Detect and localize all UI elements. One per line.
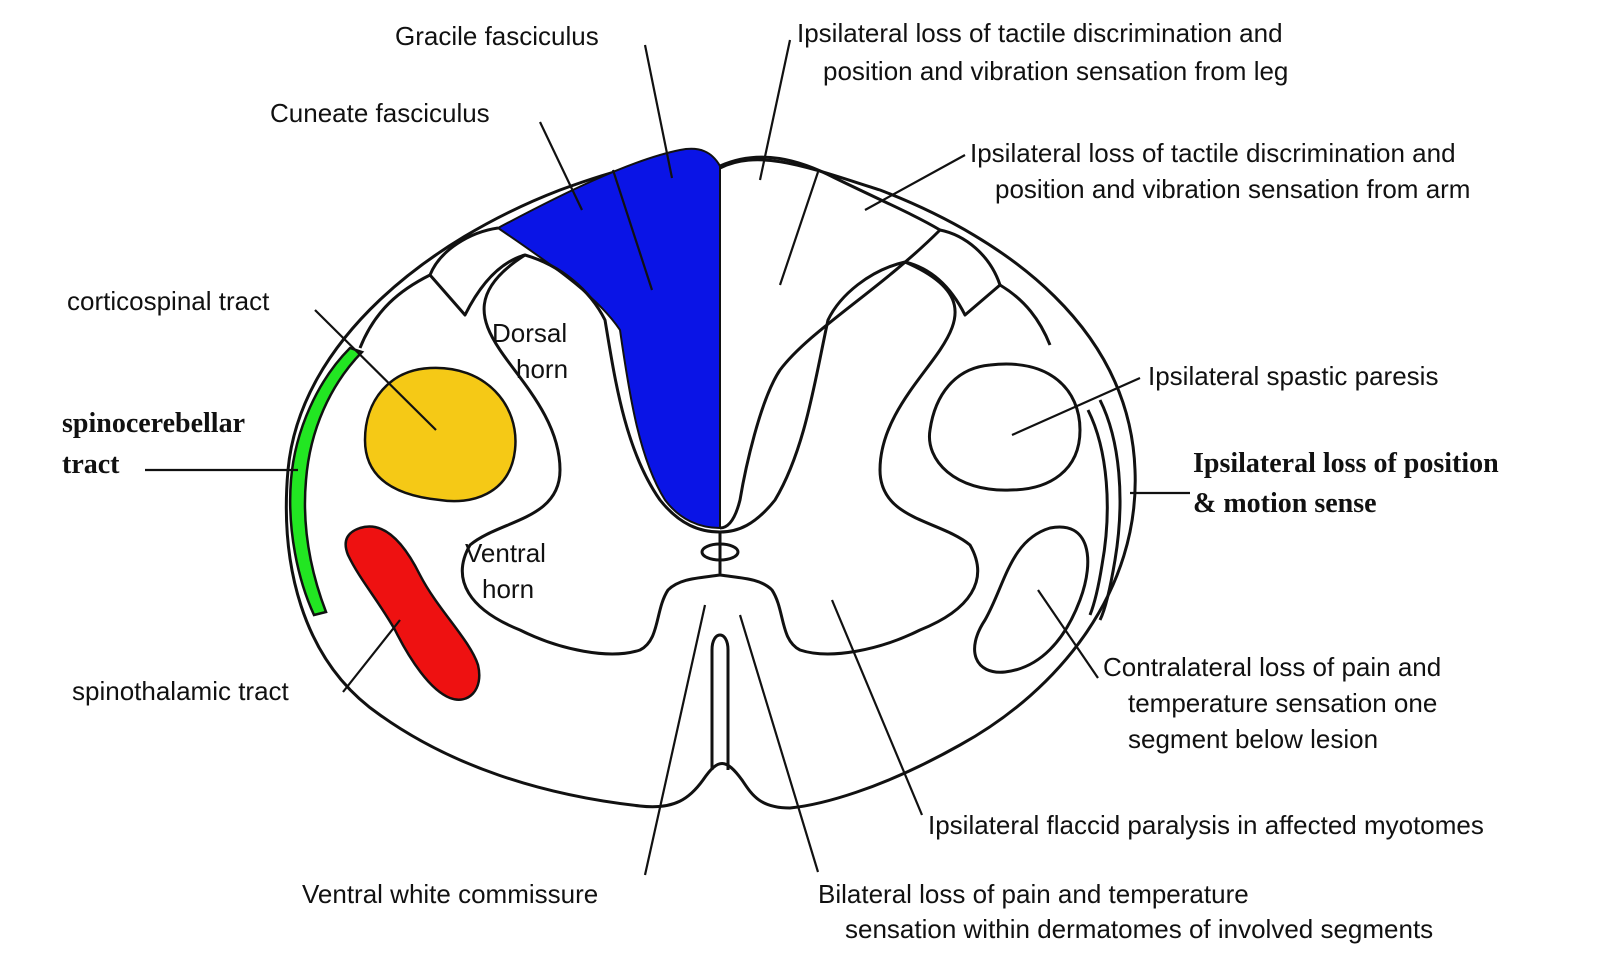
contra-pain-label-line3: segment below lesion: [1128, 724, 1378, 754]
ventral-median-fissure: [712, 635, 728, 770]
cuneate-fasciculus-label: Cuneate fasciculus: [270, 98, 490, 128]
contra-pain-label-line2: temperature sensation one: [1128, 688, 1437, 718]
contra-pain-leader: [1038, 590, 1098, 678]
right-spinothalamic-outline: [975, 527, 1088, 672]
flaccid-paralysis-label: Ipsilateral flaccid paralysis in affecte…: [928, 810, 1484, 840]
position-motion-label-line1: Ipsilateral loss of position: [1193, 448, 1499, 479]
deficit-leg-label-line2: position and vibration sensation from le…: [823, 56, 1288, 86]
spastic-paresis-leader: [1012, 378, 1140, 435]
deficit-leg-label-line1: Ipsilateral loss of tactile discriminati…: [797, 18, 1283, 48]
right-spinocerebellar-outline: [1100, 400, 1120, 620]
right-dorsal-divider: [780, 172, 818, 285]
bilateral-loss-label-line1: Bilateral loss of pain and temperature: [818, 879, 1249, 909]
dorsal-horn-label-line2: horn: [516, 354, 568, 384]
left-dorsal-root-zone: [430, 228, 525, 315]
spinothalamic-tract-region: [346, 526, 480, 699]
ventral-white-commissure-label: Ventral white commissure: [302, 879, 598, 909]
contra-pain-label-line1: Contralateral loss of pain and: [1103, 652, 1441, 682]
right-corticospinal-outline: [929, 364, 1080, 490]
bilateral-loss-label-line2: sensation within dermatomes of involved …: [845, 914, 1433, 944]
right-dorsal-column: [720, 157, 940, 528]
spinocerebellar-label-line2: tract: [62, 449, 120, 480]
spinothalamic-leader: [343, 620, 400, 692]
corticospinal-tract-region: [365, 368, 515, 501]
deficit-arm-label-line1: Ipsilateral loss of tactile discriminati…: [970, 138, 1456, 168]
spinothalamic-tract-label: spinothalamic tract: [72, 676, 290, 706]
corticospinal-tract-label: corticospinal tract: [67, 286, 270, 316]
deficit-arm-leader: [865, 155, 965, 210]
gracile-fasciculus-label: Gracile fasciculus: [395, 21, 599, 51]
right-gray-matter: [720, 262, 978, 654]
flaccid-leader: [832, 600, 922, 815]
right-lateral-boundary: [1000, 285, 1050, 345]
dorsal-horn-label-line1: Dorsal: [492, 318, 567, 348]
ventral-horn-label-line1: Ventral: [465, 538, 546, 568]
position-motion-label-line2: & motion sense: [1193, 488, 1377, 519]
bilateral-leader: [740, 615, 818, 872]
vwc-leader: [645, 605, 705, 875]
spastic-paresis-label: Ipsilateral spastic paresis: [1148, 361, 1438, 391]
right-spinocerebellar-inner: [1088, 410, 1107, 615]
ventral-horn-label-line2: horn: [482, 574, 534, 604]
deficit-arm-label-line2: position and vibration sensation from ar…: [995, 174, 1470, 204]
spinocerebellar-label-line1: spinocerebellar: [62, 408, 245, 439]
spinocerebellar-tract-region: [290, 348, 362, 615]
